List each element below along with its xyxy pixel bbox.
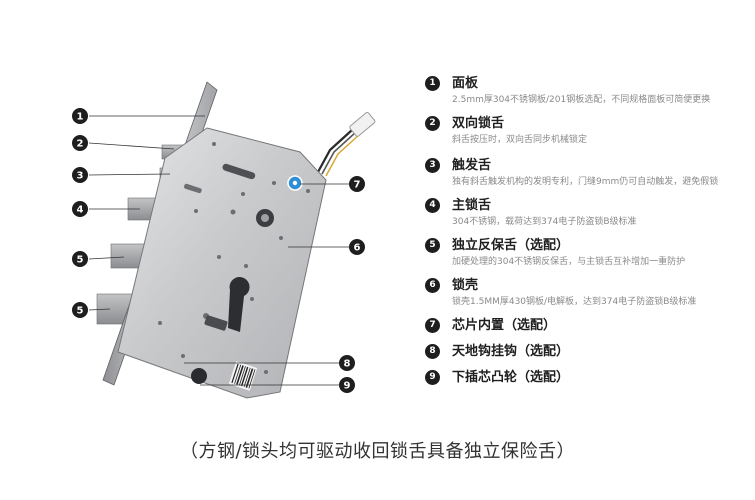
- svg-text:4: 4: [77, 205, 84, 216]
- footer-note: （方钢/锁头均可驱动收回锁舌具备独立保险舌）: [179, 441, 576, 462]
- svg-text:8: 8: [344, 359, 351, 370]
- feature-item-1: 1 面板 2.5mm厚304不锈钢板/201钢板选配，不同规格面板可简便更换: [425, 74, 747, 107]
- callout-6: 5: [72, 302, 88, 318]
- lock-diagram: 1 2 3 4 5 5 7 6 8 9: [72, 81, 376, 399]
- feature-title: 独立反保舌（选配）: [452, 238, 570, 253]
- feature-desc: 斜舌按压时，双向舌同步机械锁定: [452, 135, 588, 145]
- feature-item-6: 6 锁壳 锁壳1.5MM厚430钢板/电解板，达到374电子防盗锁B级标准: [425, 276, 747, 309]
- callout-3: 3: [72, 167, 88, 183]
- callout-7: 7: [349, 176, 365, 192]
- feature-title: 主锁舌: [452, 198, 492, 213]
- callout-10: 9: [339, 377, 355, 393]
- barcode-label: [228, 361, 258, 391]
- lock-case: [117, 127, 327, 399]
- callout-2: 2: [72, 135, 88, 151]
- cylinder-cutout: [204, 277, 250, 332]
- number-badge: 6: [425, 278, 440, 293]
- callout-9: 8: [339, 355, 355, 371]
- leader-lines: [88, 115, 349, 386]
- number-badge: 9: [425, 370, 440, 385]
- feature-title: 触发舌: [452, 158, 492, 173]
- svg-text:6: 6: [354, 243, 361, 254]
- number-badge: 4: [425, 198, 440, 213]
- svg-text:9: 9: [344, 381, 351, 392]
- cam: [191, 368, 207, 384]
- number-badge: 7: [425, 318, 440, 333]
- svg-text:1: 1: [77, 112, 84, 123]
- callout-8: 6: [349, 239, 365, 255]
- feature-title: 双向锁舌: [452, 116, 505, 131]
- feature-item-5: 5 独立反保舌（选配） 加硬处理的304不锈钢反保舌，与主锁舌互补增加一重防护: [425, 236, 747, 269]
- feature-desc: 加硬处理的304不锈钢反保舌，与主锁舌互补增加一重防护: [452, 257, 686, 267]
- feature-item-7: 7 芯片内置（选配）: [425, 316, 747, 335]
- number-badge: 5: [425, 238, 440, 253]
- callout-4: 4: [72, 201, 88, 217]
- number-badge: 1: [425, 76, 440, 91]
- feature-title: 锁壳: [452, 278, 479, 293]
- svg-text:5: 5: [77, 306, 84, 317]
- feature-list: 1 面板 2.5mm厚304不锈钢板/201钢板选配，不同规格面板可简便更换 2…: [425, 74, 747, 387]
- number-badge: 2: [425, 116, 440, 131]
- number-badge: 8: [425, 344, 440, 359]
- svg-text:7: 7: [354, 180, 361, 191]
- case-details: [158, 142, 310, 374]
- feature-desc: 锁壳1.5MM厚430钢板/电解板，达到374电子防盗锁B级标准: [452, 297, 697, 307]
- feature-desc: 独有斜舌触发机构的发明专利，门缝9mm仍可自动触发，避免假锁: [452, 177, 719, 187]
- svg-text:3: 3: [77, 171, 84, 182]
- feature-title: 下插芯凸轮（选配）: [452, 370, 570, 385]
- feature-item-2: 2 双向锁舌 斜舌按压时，双向舌同步机械锁定: [425, 114, 747, 147]
- feature-desc: 304不锈钢，载荷达到374电子防盗锁B级标准: [452, 217, 637, 227]
- feature-item-9: 9 下插芯凸轮（选配）: [425, 368, 747, 387]
- feature-item-3: 3 触发舌 独有斜舌触发机构的发明专利，门缝9mm仍可自动触发，避免假锁: [425, 156, 747, 189]
- feature-item-8: 8 天地钩挂钩（选配）: [425, 342, 747, 361]
- svg-text:5: 5: [77, 255, 84, 266]
- feature-title: 芯片内置（选配）: [452, 318, 557, 333]
- feature-title: 面板: [452, 76, 479, 91]
- callout-1: 1: [72, 108, 88, 124]
- svg-text:2: 2: [77, 139, 84, 150]
- feature-title: 天地钩挂钩（选配）: [452, 344, 570, 359]
- number-badge: 3: [425, 158, 440, 173]
- feature-item-4: 4 主锁舌 304不锈钢，载荷达到374电子防盗锁B级标准: [425, 196, 747, 229]
- callout-5: 5: [72, 251, 88, 267]
- feature-desc: 2.5mm厚304不锈钢板/201钢板选配，不同规格面板可简便更换: [452, 95, 711, 105]
- wire-harness: [317, 112, 376, 177]
